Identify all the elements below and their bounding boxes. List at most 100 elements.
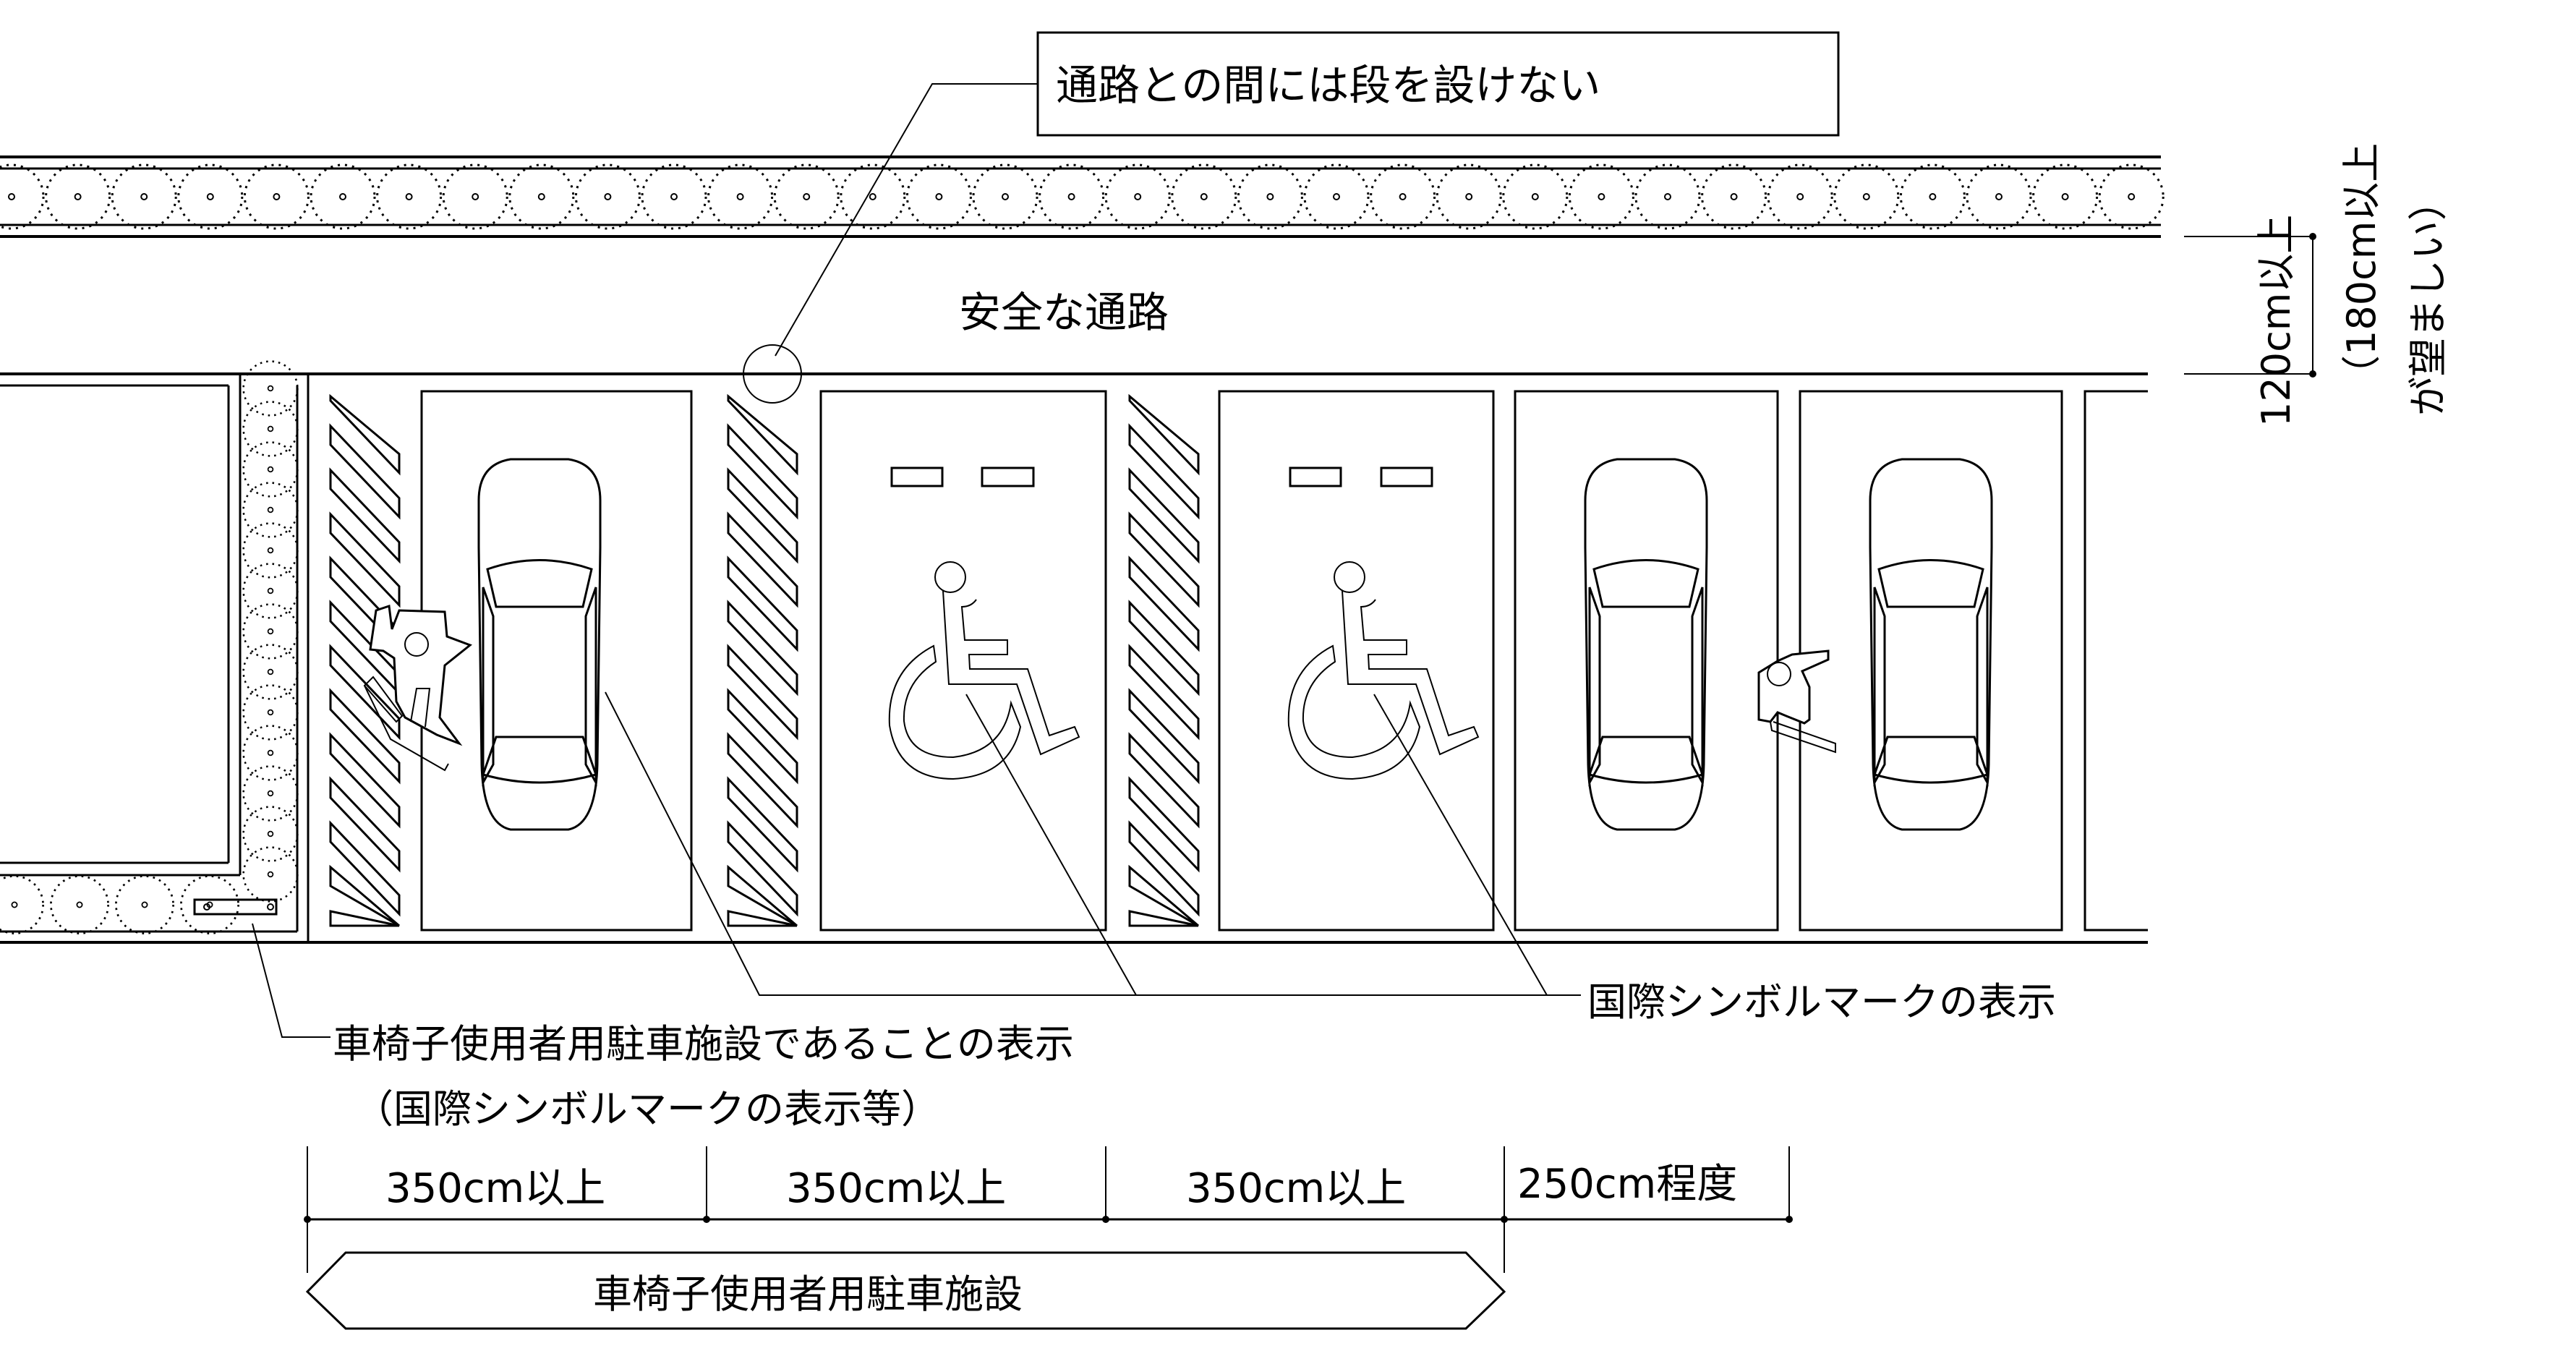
hatch-stripe [727, 511, 798, 608]
shrub-icon [242, 725, 299, 781]
stall-3-marking [1287, 466, 1479, 780]
shrub-icon [1966, 163, 2032, 230]
shrub-icon [1303, 163, 1370, 230]
hatch-stripe [727, 644, 798, 741]
side-hedge [0, 360, 310, 944]
shrub-icon [1502, 163, 1569, 230]
shrub-icon [1833, 163, 1900, 230]
facility-band-label: 車椅子使用者用駐車施設 [593, 1271, 1023, 1317]
hatch-stripe [1128, 732, 1200, 829]
shrub-icon [2098, 163, 2165, 230]
car-icon [1869, 458, 1993, 831]
hatch-stripe [727, 600, 798, 696]
hatch-stripe [1128, 511, 1200, 608]
hatch-stripe [329, 732, 401, 829]
hatch-stripe [727, 864, 798, 927]
international-symbol-of-access-icon [888, 561, 1080, 780]
shrub-icon [508, 163, 575, 230]
dimension-chain [304, 1146, 1793, 1273]
shrub-icon [1237, 163, 1303, 230]
hatch-stripe-group [329, 393, 401, 927]
stall-2 [819, 390, 1107, 932]
shrub-icon [242, 401, 299, 457]
shrub-icon [242, 644, 299, 700]
shrub-icon [242, 441, 299, 498]
hatch-stripe [329, 776, 401, 873]
stall-1 [420, 390, 693, 932]
hatch-stripe [329, 423, 401, 520]
shrub-icon [1634, 163, 1701, 230]
shrub-icon [1038, 163, 1105, 230]
dimension-label-2: 350cm以上 [786, 1165, 1006, 1212]
hatch-stripe [727, 910, 798, 927]
shrub-icon [773, 163, 840, 230]
shrub-icon [1899, 163, 1966, 230]
callout-no-step: 通路との間には段を設けない [743, 31, 1840, 404]
dimension-label-4: 250cm程度 [1517, 1161, 1737, 1208]
display-callout-line1: 車椅子使用者用駐車施設であることの表示 [333, 1021, 1074, 1067]
hatch-stripe [1128, 820, 1200, 917]
shrub-icon [115, 875, 174, 934]
shrub-icon [1568, 163, 1634, 230]
hatch-stripe [1128, 688, 1200, 785]
path-width-preferred-line1: （180cm以上 [2339, 143, 2384, 394]
shrub-icon [905, 163, 972, 230]
shrub-icon [242, 522, 299, 579]
shrub-icon [242, 846, 299, 903]
car-icon [1584, 458, 1708, 831]
shrub-icon [1701, 163, 1767, 230]
hatch-stripe [727, 555, 798, 652]
hatch-stripe [1128, 864, 1199, 927]
top-hedge [0, 155, 2165, 238]
shrub-icon [1370, 163, 1436, 230]
path-width-required: 120cm以上 [2253, 215, 2299, 427]
shrub-icon [242, 806, 299, 862]
shrub-icon [840, 163, 906, 230]
shrub-icon [641, 163, 707, 230]
shrub-icon [707, 163, 774, 230]
hatch-stripe [727, 776, 798, 873]
safe-path-label: 安全な通路 [959, 288, 1169, 337]
hatch-stripe [1128, 644, 1200, 741]
shrub-icon [0, 163, 45, 230]
hatch-stripe [727, 393, 798, 476]
leader-lines [252, 691, 1581, 1038]
stall-2-marking [888, 466, 1080, 780]
shrub-icon [376, 163, 443, 230]
stall-5 [1799, 390, 2063, 932]
dimension-label-1: 350cm以上 [385, 1165, 605, 1212]
sign-board-icon [193, 898, 278, 916]
wheelchair-user-icon [363, 604, 472, 772]
hatch-stripe [1128, 555, 1200, 652]
shrub-icon [1171, 163, 1237, 230]
wheelchair-user-icon [1757, 649, 1836, 754]
left-building [0, 384, 230, 864]
hatch-stripe [329, 511, 401, 608]
shrub-icon [50, 875, 109, 934]
hatch-stripe [727, 820, 798, 917]
shrub-icon [442, 163, 508, 230]
shrub-icon [242, 482, 299, 538]
hatch-stripe [727, 732, 798, 829]
hatch-stripe [329, 467, 401, 564]
shrub-icon [972, 163, 1038, 230]
hatch-stripe [329, 688, 401, 785]
hatch-stripe [1128, 467, 1200, 564]
shrub-icon [310, 163, 376, 230]
dimension-label-3: 350cm以上 [1186, 1165, 1406, 1212]
shrub-icon [1104, 163, 1171, 230]
hatch-stripe [727, 423, 798, 520]
shrub-icon [243, 163, 310, 230]
shrub-icon [1436, 163, 1502, 230]
shrub-icon [574, 163, 641, 230]
access-aisle-hatching [329, 393, 1200, 927]
shrub-icon [242, 360, 299, 417]
hedge-icon [0, 163, 2165, 230]
car-icon [477, 458, 602, 831]
hatch-stripe [329, 820, 401, 917]
hatch-stripe [329, 644, 401, 741]
hatch-stripe [727, 688, 798, 785]
shrub-icon [242, 684, 299, 741]
hatch-stripe [329, 864, 400, 927]
stall-6-partial [2084, 390, 2148, 932]
